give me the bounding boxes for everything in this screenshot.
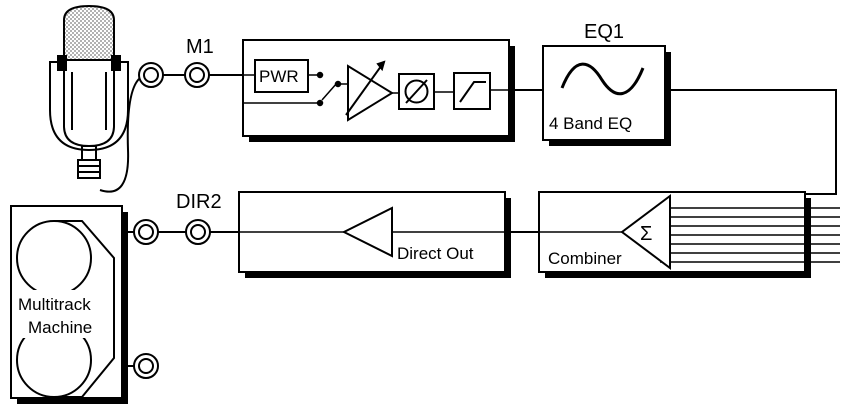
phantom-power-box: PWR xyxy=(254,59,309,93)
direct-out-amp-icon xyxy=(341,206,393,258)
pwr-label: PWR xyxy=(259,67,299,86)
m1-jack-icon xyxy=(184,62,210,88)
mic-cable xyxy=(99,77,141,193)
machine-output-jack xyxy=(133,353,159,379)
bus-lines xyxy=(660,207,840,263)
dir2-label: DIR2 xyxy=(176,191,222,213)
direct-out-label: Direct Out xyxy=(397,244,474,263)
bus-wire xyxy=(665,89,837,195)
m1-label: M1 xyxy=(186,36,214,58)
power-switch xyxy=(243,71,348,107)
combiner-label: Combiner xyxy=(548,249,622,268)
machine-label-line1: Multitrack xyxy=(18,295,91,314)
mic-output-jack xyxy=(138,62,164,88)
eq-curve-icon xyxy=(560,62,645,96)
microphone-icon xyxy=(49,4,129,179)
machine-input-jack xyxy=(133,219,159,245)
preamp-triangle-icon xyxy=(345,60,394,122)
dir2-jack-icon xyxy=(185,219,211,245)
summing-triangle-icon xyxy=(620,194,671,270)
tape-reel-icon xyxy=(16,220,115,398)
eq-title: EQ1 xyxy=(584,21,624,43)
high-pass-filter-icon xyxy=(453,72,491,110)
eq-name: 4 Band EQ xyxy=(549,114,632,133)
machine-label-line2: Machine xyxy=(28,318,92,337)
phase-icon xyxy=(398,73,435,110)
sigma-symbol: Σ xyxy=(640,223,652,245)
eq-module xyxy=(542,45,671,146)
